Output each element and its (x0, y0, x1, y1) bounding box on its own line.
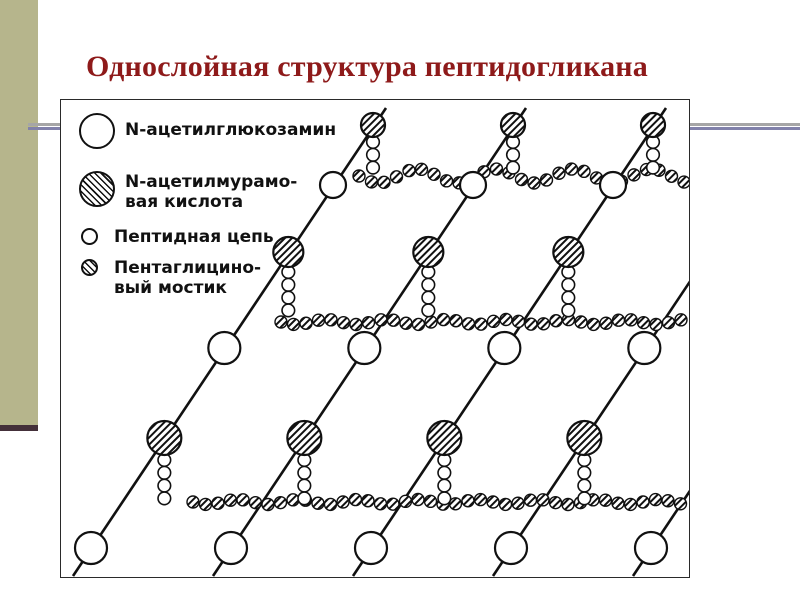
legend-label-line: N-ацетилглюкозамин (125, 120, 337, 140)
legend-label-line: вый мостик (114, 277, 227, 298)
diagram-legend: N-ацетилглюкозамин N-ацетилмурамо- вая к… (61, 100, 361, 310)
legend-label-line: Пентаглицино- (114, 258, 262, 278)
pentaglycine-bridge-circle-icon (81, 259, 98, 276)
diagram-panel: N-ацетилглюкозамин N-ацетилмурамо- вая к… (60, 99, 690, 578)
legend-item-peptide-chain: Пептидная цепь (81, 227, 274, 248)
peptidoglycan-lattice-diagram (71, 107, 689, 577)
legend-label: Пептидная цепь (114, 227, 274, 248)
legend-label: Пентаглицино- вый мостик (114, 258, 262, 298)
slide-title: Однослойная структура пептидогликана (86, 50, 648, 83)
acetylglucosamine-circle-icon (79, 113, 115, 149)
acetylmuramic-acid-circle-icon (79, 171, 115, 207)
legend-label: N-ацетилглюкозамин (125, 113, 336, 141)
legend-item-acetylmuramic-acid: N-ацетилмурамо- вая кислота (79, 171, 297, 212)
left-accent-bar (0, 0, 38, 425)
legend-item-acetylglucosamine: N-ацетилглюкозамин (79, 113, 336, 149)
legend-label: N-ацетилмурамо- вая кислота (125, 171, 297, 212)
legend-label-line: вая кислота (125, 191, 244, 212)
legend-item-pentaglycine-bridge: Пентаглицино- вый мостик (81, 258, 262, 298)
legend-label-line: Пептидная цепь (114, 227, 274, 247)
legend-label-line: N-ацетилмурамо- (125, 172, 298, 192)
left-accent-bar-underline (0, 425, 38, 431)
peptide-chain-circle-icon (81, 228, 98, 245)
